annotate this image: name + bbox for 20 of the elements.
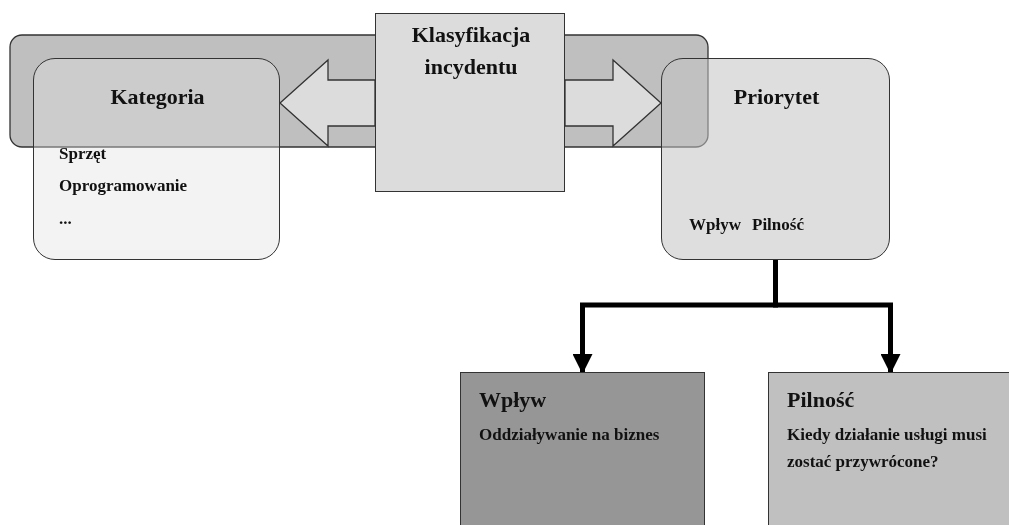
list-item: Sprzęt (59, 144, 107, 165)
box-text: Kiedy działanie usługi musi zostać przywrócone? (787, 424, 988, 474)
arrow (773, 260, 901, 374)
box-heading: Klasyfikacja incydentu (410, 21, 532, 81)
process-box (460, 372, 705, 525)
rounded-box (661, 58, 890, 260)
list-item: Oprogramowanie (59, 176, 188, 197)
box-heading: Pilność (787, 387, 855, 414)
rounded-box (33, 58, 280, 260)
box-heading: Priorytet (732, 83, 821, 111)
process-box (375, 13, 565, 192)
box-heading: Kategoria (109, 83, 206, 111)
block-arrow (279, 58, 376, 148)
block-arrow (564, 58, 662, 148)
box-heading: Wpływ (479, 387, 547, 414)
box-text: Pilność (752, 215, 804, 236)
list-item: ... (59, 209, 72, 230)
box-text: Oddziaływanie na biznes (479, 424, 661, 446)
process-box (768, 372, 1009, 525)
box-text: Wpływ (689, 215, 741, 236)
